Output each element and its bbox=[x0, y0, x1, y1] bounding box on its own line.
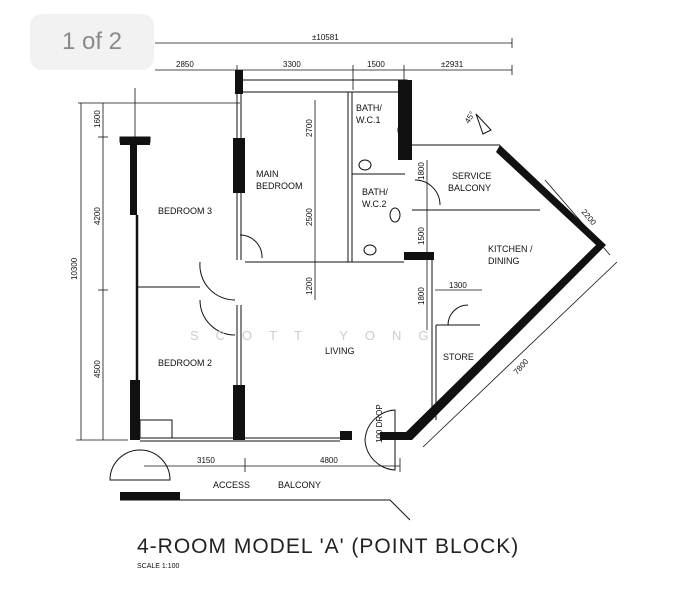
plan-scale: SCALE 1:100 bbox=[137, 563, 180, 570]
label-main-bedroom: MAIN bbox=[256, 169, 279, 179]
label-balcony: BALCONY bbox=[278, 480, 321, 490]
dimension-lines bbox=[76, 38, 618, 472]
label-bath-2: W.C.2 bbox=[362, 199, 387, 209]
dim-kitchen: 1800 bbox=[417, 287, 426, 305]
label-bath-1: W.C.1 bbox=[356, 115, 381, 125]
label-kitchen-dining: KITCHEN / bbox=[488, 244, 533, 254]
label-service-balcony: SERVICE bbox=[452, 171, 491, 181]
dim-mid: 2700 bbox=[305, 119, 314, 137]
dim-store-width: 1300 bbox=[449, 281, 467, 290]
label-bath-1: BATH/ bbox=[356, 103, 382, 113]
label-kitchen-dining: DINING bbox=[488, 256, 520, 266]
label-living: LIVING bbox=[325, 346, 355, 356]
dim-mid: 1200 bbox=[305, 277, 314, 295]
label-access: ACCESS bbox=[213, 480, 250, 490]
dim-left: 4200 bbox=[93, 207, 102, 225]
dim-left: 4500 bbox=[93, 360, 102, 378]
label-service-balcony: BALCONY bbox=[448, 183, 491, 193]
label-bath-2: BATH/ bbox=[362, 187, 388, 197]
room-labels: BEDROOM 3 MAIN BEDROOM BATH/ W.C.1 BATH/… bbox=[158, 103, 533, 490]
dim-left: 1600 bbox=[93, 110, 102, 128]
label-store: STORE bbox=[443, 352, 474, 362]
dim-top: 3300 bbox=[283, 60, 301, 69]
dim-top: ±2931 bbox=[441, 60, 464, 69]
dim-mid: 2500 bbox=[305, 208, 314, 226]
dim-bottom: 4800 bbox=[320, 456, 338, 465]
label-drop: 100 DROP bbox=[375, 404, 384, 443]
dim-top: 2850 bbox=[176, 60, 194, 69]
dim-kitchen: 1800 bbox=[417, 162, 426, 180]
label-angle: 45° bbox=[463, 110, 477, 125]
dimension-labels: ±10581 2850 3300 1500 ±2931 10300 1600 4… bbox=[70, 33, 598, 465]
dim-bottom: 3150 bbox=[197, 456, 215, 465]
label-bedroom-3: BEDROOM 3 bbox=[158, 206, 212, 216]
dim-total-height: 10300 bbox=[70, 257, 79, 280]
dim-top: 1500 bbox=[367, 60, 385, 69]
dim-total-width: ±10581 bbox=[312, 33, 339, 42]
walls bbox=[109, 70, 606, 521]
label-bedroom-2: BEDROOM 2 bbox=[158, 358, 212, 368]
page-indicator-badge: 1 of 2 bbox=[30, 14, 154, 70]
watermark: SCOTT YONG bbox=[190, 328, 445, 343]
plan-title: 4-ROOM MODEL 'A' (POINT BLOCK) bbox=[137, 535, 519, 558]
dim-kitchen: 1500 bbox=[417, 227, 426, 245]
label-main-bedroom: BEDROOM bbox=[256, 181, 303, 191]
